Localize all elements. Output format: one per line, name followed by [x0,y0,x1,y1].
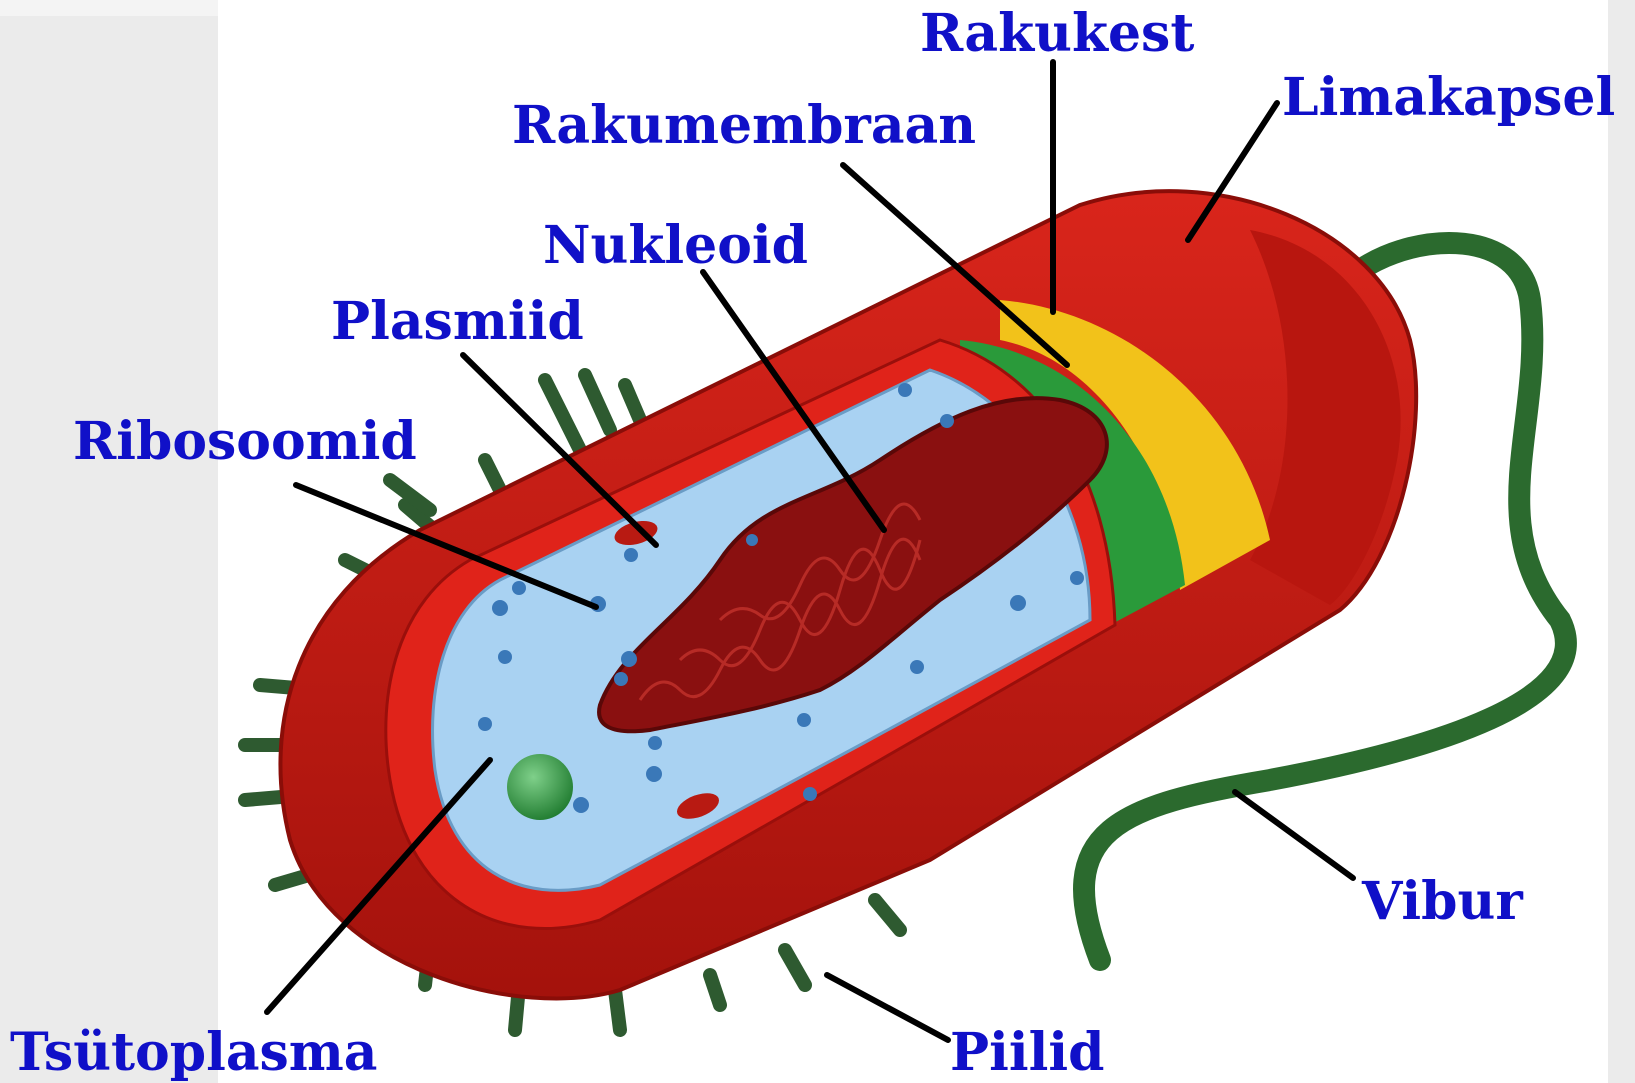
label-ribosoomid: Ribosoomid [73,416,417,468]
label-rakumembraan: Rakumembraan [512,100,976,152]
label-plasmiid: Plasmiid [331,296,584,348]
label-vibur: Vibur [1362,876,1523,928]
label-tsutoplasma: Tsütoplasma [10,1027,378,1079]
label-limakapsel: Limakapsel [1282,72,1615,124]
label-nukleoid: Nukleoid [543,220,808,272]
label-rakukest: Rakukest [920,8,1194,60]
label-piilid: Piilid [950,1027,1104,1079]
storage-granule [507,754,573,820]
